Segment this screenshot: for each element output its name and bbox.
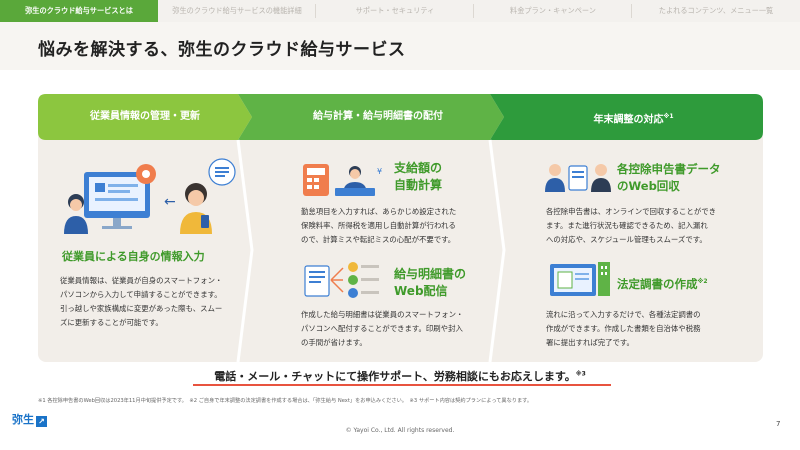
person-at-laptop-icon xyxy=(335,166,375,196)
chevron-header-3 xyxy=(490,94,763,140)
feature-title-self-input: 従業員による自身の情報入力 xyxy=(62,250,205,263)
page-number: 7 xyxy=(776,420,781,428)
admin-person-icon xyxy=(64,194,88,234)
header-band xyxy=(0,22,800,70)
building-icon xyxy=(598,262,610,296)
support-underline xyxy=(193,384,611,386)
tab-feature-details[interactable]: 弥生のクラウド給与サービスの機能詳細 xyxy=(158,0,316,22)
form-icon xyxy=(568,165,588,191)
tab-contents-menu[interactable]: たよれるコンテンツ、メニュー一覧 xyxy=(658,6,774,15)
page-title: 悩みを解決する、弥生のクラウド給与サービス xyxy=(38,40,406,60)
web-collection-illustration xyxy=(545,164,611,192)
speech-bubble-list-icon xyxy=(208,158,236,186)
feature-title-web-collection: 各控除申告書データ のWeb回収 xyxy=(617,162,721,193)
section-tabs: 弥生のクラウド給与サービスとは 弥生のクラウド給与サービスの機能詳細 サポート・… xyxy=(0,0,800,22)
employee-person-icon xyxy=(180,183,212,234)
calculator-icon xyxy=(303,164,329,196)
column-header-employee-info: 従業員情報の管理・更新 xyxy=(90,111,200,122)
distribution-arrows-icon xyxy=(330,267,344,293)
payslip-distribution-illustration xyxy=(304,262,379,298)
tab-support-security[interactable]: サポート・セキュリティ xyxy=(316,0,474,22)
feature-title-web-payslip: 給与明細書の Web配信 xyxy=(394,267,467,298)
yayoi-logo: 弥生↗ xyxy=(12,411,47,427)
feature-description-auto-calc: 勤怠項目を入力すれば、あらかじめ設定された 保険料率、所得税を適用し自動計算が行… xyxy=(301,207,457,244)
feature-description-web-payslip: 作成した給与明細書は従業員のスマートフォン・ パソコンへ配付することができます。… xyxy=(301,310,464,347)
yen-icon: ¥ xyxy=(377,167,382,176)
chevron-header-2 xyxy=(238,94,504,140)
admin-at-computer-icon xyxy=(591,164,611,192)
chevron-divider-2 xyxy=(488,139,506,363)
feature-description-self-input: 従業員情報は、従業員が自身のスマートフォン・ パソコンから入力して申請することが… xyxy=(60,276,223,327)
feature-title-legal-docs: 法定調書の作成※2 xyxy=(617,277,708,291)
logo-arrow-icon: ↗ xyxy=(36,416,47,427)
document-icon xyxy=(304,265,330,297)
chevron-header-1 xyxy=(38,94,252,140)
footnotes: ※1 各控除申告書のWeb回収は2023年11月中旬提供予定です。 ※2 ご自身… xyxy=(38,398,533,404)
column-header-payroll: 給与計算・給与明細書の配付 xyxy=(313,111,443,122)
tab-pricing-campaign[interactable]: 料金プラン・キャンペーン xyxy=(474,0,632,22)
person-with-phone-icon xyxy=(545,164,565,192)
chevron-divider-1 xyxy=(236,139,254,363)
feature-description-legal-docs: 流れに沿って入力するだけで、各種法定調書の 作成ができます。作成した書類を自治体… xyxy=(546,310,701,347)
computer-icon xyxy=(84,172,150,229)
feature-title-auto-calc: 支給額の 自動計算 xyxy=(394,161,443,192)
copyright: © Yayoi Co., Ltd. All rights reserved. xyxy=(345,427,455,434)
support-message: 電話・メール・チャットにて操作サポート、労務相談にもお応えします。※3 xyxy=(214,370,586,383)
tab-service-overview[interactable]: 弥生のクラウド給与サービスとは xyxy=(0,0,158,22)
gear-icon xyxy=(136,164,156,184)
column-header-year-end: 年末調整の対応※1 xyxy=(593,113,674,126)
employee-input-illustration: ← xyxy=(64,158,236,234)
employees-group-icon xyxy=(348,262,379,298)
feature-description-web-collection: 各控除申告書は、オンラインで回収することができ ます。また進行状況も確認できるた… xyxy=(546,207,716,244)
calculator-illustration: ¥ xyxy=(303,164,382,196)
legal-document-illustration xyxy=(550,262,610,296)
monitor-icon xyxy=(550,264,596,296)
arrow-left-icon: ← xyxy=(164,194,176,210)
